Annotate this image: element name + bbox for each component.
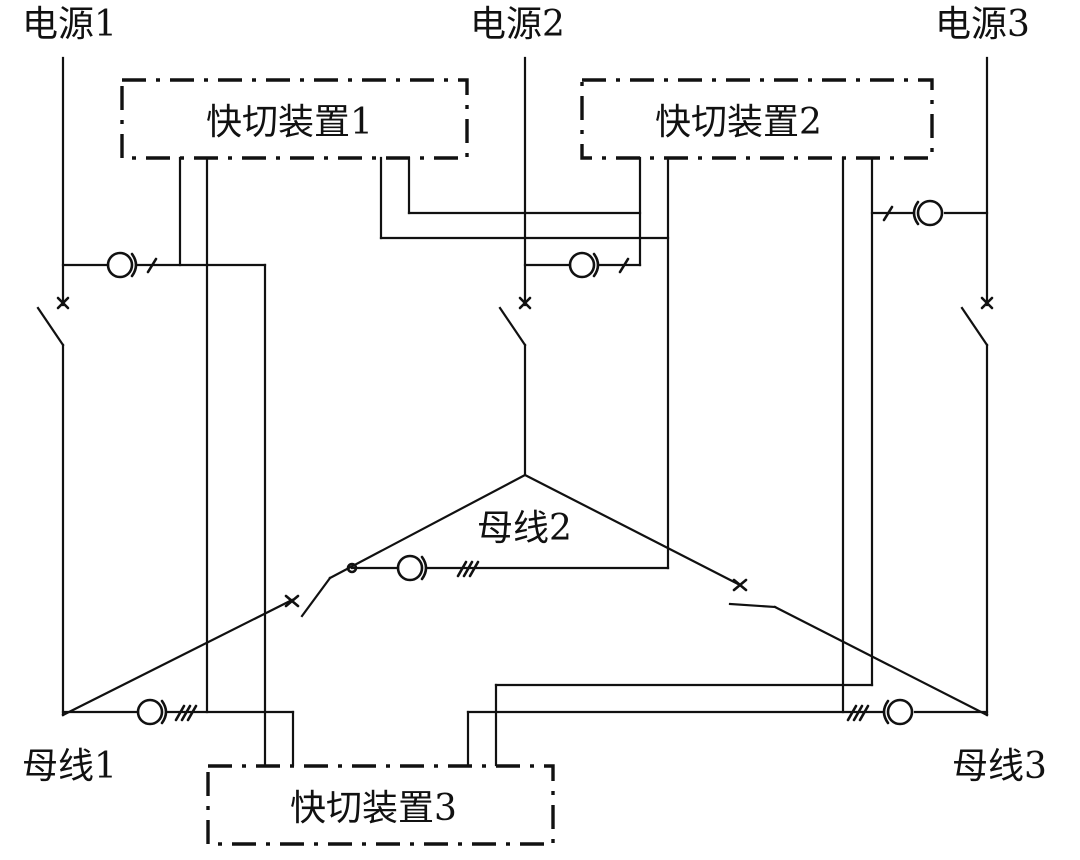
- pt-busbar-3: [466, 698, 989, 767]
- pt-bus1-coil: [136, 698, 164, 726]
- fast-transfer-device-1: 快切装置1: [120, 78, 469, 160]
- feeder-power-source-2: [498, 56, 532, 477]
- busbar-3-label: 母线3: [952, 746, 1047, 787]
- busbar-1-label: 母线1: [22, 746, 117, 787]
- control-wiring-device-1: [178, 156, 670, 714]
- device-2-label: 快切装置2: [655, 102, 822, 143]
- breaker-3-blade: [960, 306, 989, 347]
- pt-1-coil: [106, 251, 134, 279]
- pt-3-coil: [916, 199, 944, 227]
- pt-bus3-coil: [886, 698, 914, 726]
- pt-busbar-2: [346, 554, 670, 582]
- fast-transfer-device-3: 快切装置3: [206, 764, 555, 846]
- pt-source-2: [523, 251, 642, 279]
- tie-breaker-23-blade: [728, 602, 777, 609]
- tie-breaker-12-blade: [300, 576, 332, 618]
- pt-2-coil: [568, 251, 596, 279]
- busbar-2-label: 母线2: [477, 508, 572, 549]
- busbar-network: [61, 473, 989, 717]
- device-3-label: 快切装置3: [290, 788, 457, 829]
- breaker-2-blade: [498, 306, 527, 347]
- power-source-1-label: 电源1: [22, 4, 117, 45]
- pt-source-3: [870, 199, 989, 227]
- feeder-power-source-3: [960, 56, 994, 717]
- device-1-label: 快切装置1: [206, 102, 373, 143]
- pt-bus2-coil: [396, 554, 424, 582]
- power-source-2-label: 电源2: [470, 4, 565, 45]
- control-wiring-device-2: [494, 156, 874, 767]
- breaker-1-blade: [36, 306, 65, 347]
- pt-source-1: [61, 251, 267, 767]
- device-2-frame: [580, 78, 934, 160]
- feeder-power-source-1: [36, 56, 70, 717]
- device-1-frame: [120, 78, 469, 160]
- device-3-frame: [206, 764, 555, 846]
- fast-transfer-device-2: 快切装置2: [580, 78, 934, 160]
- power-source-3-label: 电源3: [935, 4, 1030, 45]
- pt-busbar-1: [61, 698, 295, 767]
